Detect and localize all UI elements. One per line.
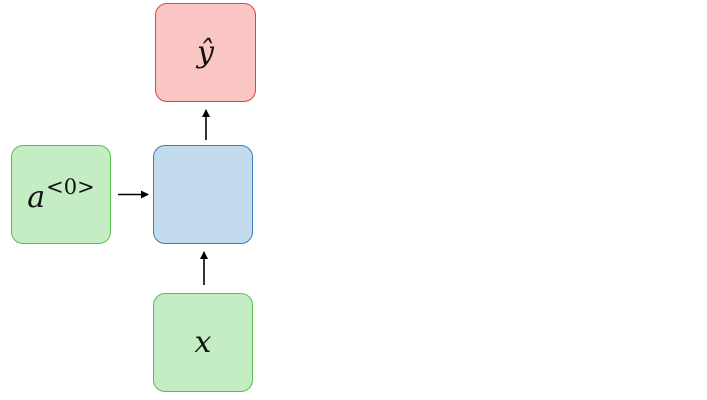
initial-activation-label: a<0> [27, 174, 95, 215]
initial-activation-superscript: <0> [46, 174, 95, 199]
hidden-cell-node [153, 145, 253, 244]
input-node-x: x [153, 293, 253, 392]
output-node-y-hat: ŷ [155, 3, 256, 102]
output-label: ŷ [197, 34, 214, 70]
initial-activation-base: a [27, 179, 46, 215]
initial-activation-node: a<0> [11, 145, 111, 244]
input-label: x [194, 324, 212, 360]
